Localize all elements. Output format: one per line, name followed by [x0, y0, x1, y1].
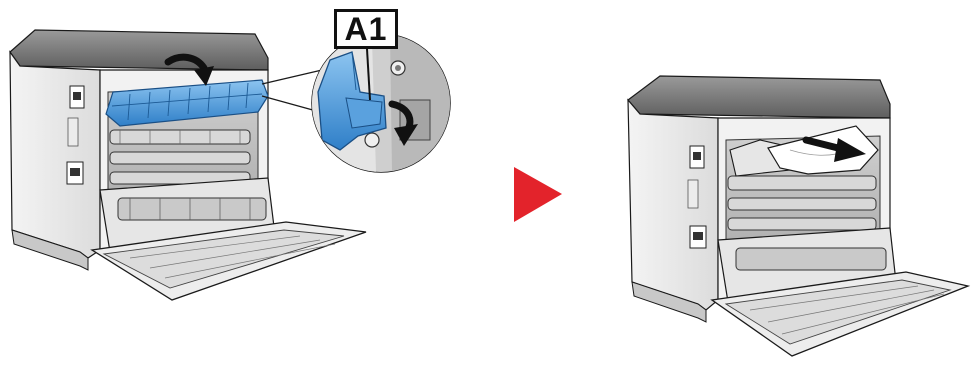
- printer-right-side-panel: [628, 100, 718, 310]
- printer-left: [10, 30, 366, 300]
- callout-label-a1: A1: [334, 9, 398, 49]
- printer-right: [628, 76, 968, 356]
- printer-right-top-cover: [628, 76, 890, 118]
- red-triangle-arrow-icon: [514, 167, 562, 222]
- callout-zoom: [312, 34, 450, 172]
- printer-left-side-panel: [10, 52, 100, 258]
- printer-left-top-cover: [10, 30, 268, 70]
